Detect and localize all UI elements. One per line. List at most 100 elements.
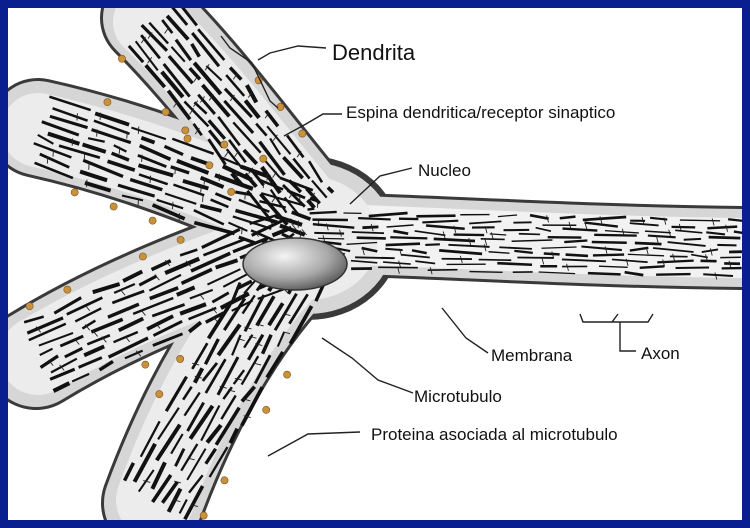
map-crosslink	[119, 147, 120, 154]
microtubule-segment	[680, 220, 720, 221]
microtubule-segment	[358, 218, 391, 219]
spine-dot	[263, 406, 270, 413]
microtubule-segment	[308, 209, 315, 210]
map-crosslink	[179, 213, 180, 220]
map-crosslink	[138, 198, 139, 205]
microtubule-segment	[497, 263, 532, 265]
map-crosslink	[203, 195, 204, 202]
map-crosslink	[84, 152, 85, 159]
map-crosslink	[300, 230, 301, 237]
map-crosslink	[47, 156, 48, 163]
map-crosslink	[201, 185, 202, 192]
map-crosslink	[317, 201, 318, 208]
spine-dot	[26, 303, 33, 310]
microtubulo-leader	[322, 338, 413, 393]
map-crosslink	[138, 127, 139, 134]
spine-dot	[156, 391, 163, 398]
map-crosslink	[172, 202, 173, 209]
map-crosslink	[267, 173, 268, 180]
spine-dot	[277, 103, 284, 110]
microtubule-segment	[386, 244, 420, 245]
map-crosslink	[77, 113, 78, 120]
spine-dot	[177, 355, 184, 362]
spine-dot	[221, 141, 228, 148]
microtubule-segment	[357, 238, 386, 239]
axon-leader	[620, 322, 636, 351]
axon-bracket	[580, 314, 653, 322]
microtubule-segment	[566, 255, 588, 256]
microtubule-segment	[709, 237, 741, 238]
microtubule-segment	[519, 234, 540, 235]
map-crosslink	[242, 227, 243, 234]
spine-dot	[283, 371, 290, 378]
label-espina: Espina dendritica/receptor sinaptico	[346, 103, 615, 122]
microtubule-segment	[560, 217, 576, 219]
map-crosslink	[150, 176, 151, 183]
microtubule-segment	[635, 243, 662, 244]
spine-dot	[110, 203, 117, 210]
microtubule-segment	[355, 257, 395, 258]
label-nucleo: Nucleo	[418, 161, 471, 180]
microtubule-segment	[593, 255, 624, 256]
microtubule-segment	[592, 242, 627, 243]
spine-dot	[139, 253, 146, 260]
map-crosslink	[97, 129, 98, 136]
map-crosslink	[300, 194, 301, 201]
map-crosslink	[263, 181, 264, 188]
label-axon: Axon	[641, 344, 680, 363]
map-crosslink	[142, 155, 143, 162]
microtubule-segment	[310, 212, 337, 213]
map-crosslink	[175, 167, 176, 174]
map-crosslink	[86, 180, 87, 187]
nucleus	[243, 238, 347, 290]
spine-dot	[118, 55, 125, 62]
microtubule-segment	[640, 266, 665, 268]
membrana-leader	[442, 308, 488, 353]
map-crosslink	[236, 171, 237, 178]
microtubule-segment	[454, 235, 484, 236]
map-crosslink	[100, 113, 101, 120]
microtubule-segment	[314, 233, 344, 234]
microtubule-segment	[588, 273, 621, 274]
label-microtubulo: Microtubulo	[414, 387, 502, 406]
dendrita-leader	[258, 46, 326, 60]
neuron-diagram: Dendrita Espina dendritica/receptor sina…	[8, 8, 742, 520]
microtubule-segment	[481, 239, 505, 240]
microtubule-segment	[594, 235, 637, 236]
spine-dot	[228, 188, 235, 195]
microtubule-segment	[416, 216, 455, 217]
spine-dot	[177, 236, 184, 243]
map-crosslink	[53, 149, 54, 156]
microtubule-segment	[564, 240, 587, 242]
spine-dot	[221, 477, 228, 484]
map-crosslink	[204, 177, 205, 184]
microtubule-segment	[544, 253, 560, 254]
spine-dot	[64, 286, 71, 293]
spine-dot	[162, 108, 169, 115]
microtubule-segment	[310, 198, 317, 200]
map-crosslink	[72, 138, 73, 145]
spine-dot	[200, 512, 207, 519]
label-dendrita: Dendrita	[332, 40, 416, 65]
map-crosslink	[89, 162, 90, 169]
microtubule-segment	[734, 232, 742, 233]
proteina-leader	[268, 432, 360, 456]
spine-dot	[71, 189, 78, 196]
microtubule-segment	[479, 260, 512, 261]
spine-dot	[299, 130, 306, 137]
microtubule-segment	[362, 227, 378, 228]
label-membrana: Membrana	[491, 346, 573, 365]
spine-dot	[260, 155, 267, 162]
map-crosslink	[127, 131, 128, 138]
spine-dot	[184, 135, 191, 142]
microtubule-segment	[425, 244, 440, 245]
map-crosslink	[245, 192, 246, 199]
microtubule-segment	[684, 239, 701, 240]
spine-dot	[142, 361, 149, 368]
microtubule-segment	[656, 274, 690, 275]
map-crosslink	[298, 220, 299, 227]
map-crosslink	[219, 174, 220, 181]
label-proteina: Proteina asociada al microtubulo	[371, 425, 618, 444]
microtubule-segment	[728, 219, 742, 220]
spine-dot	[149, 217, 156, 224]
